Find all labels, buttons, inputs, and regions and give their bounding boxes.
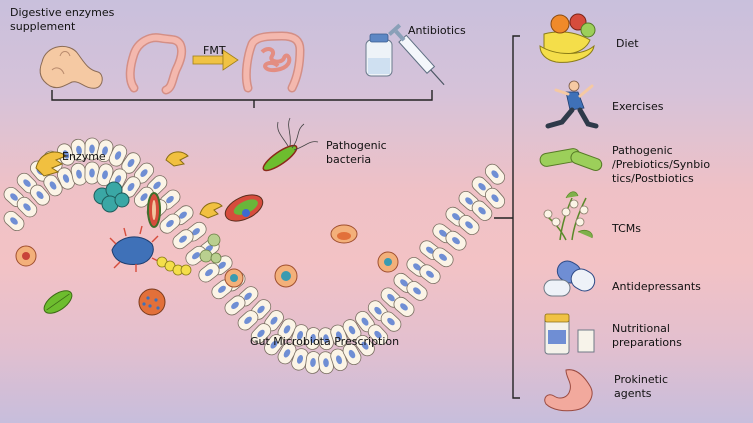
spiky-virus-icon	[109, 225, 161, 272]
green-rod-bacterium-icon	[262, 117, 319, 172]
fruit-bowl-icon	[539, 13, 596, 63]
pancreas-icon	[39, 46, 103, 89]
vial-icon	[365, 33, 393, 77]
antibiotics-label: Antibiotics	[408, 24, 466, 37]
stomach-icon	[544, 369, 593, 412]
fmt-label: FMT	[203, 44, 226, 57]
right-item-diet: Diet	[616, 37, 639, 50]
gut-microbiota-title: Gut Microbiota Prescription	[250, 335, 400, 348]
pathogenic-bacteria-label: Pathogenic bacteria	[326, 139, 387, 166]
orange-coccus-icon	[138, 288, 166, 316]
intestine-icon	[241, 31, 305, 93]
right-item-exercises: Exercises	[612, 100, 664, 113]
fmt-arrow-icon	[192, 49, 239, 71]
top-bracket	[51, 90, 433, 108]
right-item-nutritional: Nutritional preparations	[612, 322, 682, 349]
bacteria-cluster-icon	[93, 181, 130, 213]
runner-icon	[545, 80, 599, 129]
right-item-tcms: TCMs	[612, 222, 641, 235]
right-item-biotics: Pathogenic /Prebiotics/Synbio tics/Postb…	[612, 144, 711, 185]
digestive-enzymes-label: Digestive enzymes supplement	[10, 6, 115, 33]
yellow-chain-bacterium-icon	[156, 256, 192, 276]
enzyme-label: Enzyme	[62, 150, 106, 163]
right-item-antidepressants: Antidepressants	[612, 280, 701, 293]
herb-flower-icon	[543, 191, 593, 241]
right-item-prokinetic: Prokinetic agents	[614, 373, 669, 400]
capsule-icon	[543, 260, 596, 297]
leaf-cell-icon	[43, 290, 73, 314]
green-cell-bacterium-icon	[224, 194, 264, 222]
green-spheres-icon	[199, 233, 222, 264]
enzyme-icon	[35, 151, 223, 219]
syringe-icon	[388, 23, 445, 86]
outer-cells-icon	[15, 224, 399, 288]
probiotic-rods-icon	[539, 148, 603, 171]
red-rod-bacterium-icon	[147, 192, 161, 228]
right-bracket	[494, 35, 520, 399]
supplement-jar-icon	[544, 313, 595, 355]
colon-icon	[125, 33, 187, 95]
